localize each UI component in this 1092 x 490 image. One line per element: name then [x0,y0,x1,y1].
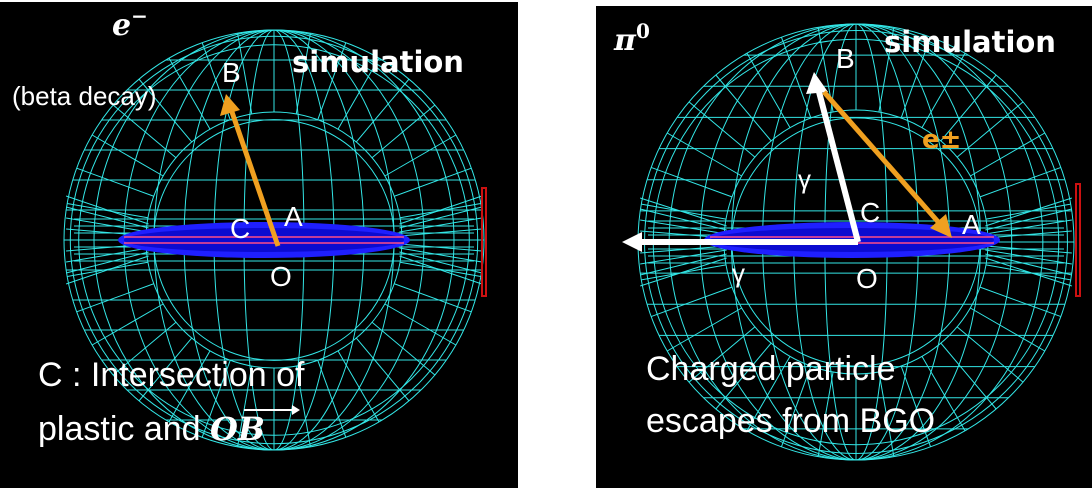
right-gamma-arrow-up [815,87,861,243]
left-point-b: B [222,57,241,88]
right-red-marker [1075,183,1081,297]
right-point-a: A [962,209,981,240]
left-vector-arrow [244,405,300,415]
left-note: (beta decay) [12,81,157,111]
left-red-marker [481,187,487,297]
left-caption-line2: plastic and OB [38,410,265,448]
left-point-c: C [230,213,250,244]
left-arrow-ob-head [220,94,240,116]
left-point-a: A [284,201,303,232]
left-plastic-scintillator [118,222,410,258]
left-arrow-ob [229,111,281,247]
right-caption-line2: escapes from BGO [646,402,935,440]
right-electron-arrow-head [930,214,952,238]
right-particle-label: π0 [613,19,650,58]
right-simulation-figure: π0 simulation B e± γ C A γ O Charged par… [596,6,1092,488]
right-gamma-arrow-left-head [622,232,642,252]
right-gamma-arrow-up-head [806,72,828,94]
left-caption-line1: C : Intersection of [38,356,305,394]
right-electron-label: e± [922,125,961,155]
left-simulation-label: simulation [292,45,464,79]
left-vector-ob: OB [210,410,265,448]
left-simulation-figure: e− (beta decay) simulation B C A O C : I… [0,2,518,488]
left-simulation-panel: e− (beta decay) simulation B C A O C : I… [0,0,520,490]
left-point-o: O [270,261,292,292]
right-gamma-label-2: γ [732,258,745,288]
right-simulation-panel: π0 simulation B e± γ C A γ O Charged par… [580,0,1092,490]
right-electron-arrow [822,90,942,226]
right-caption-line1: Charged particle [646,350,895,388]
right-point-c: C [860,197,880,228]
right-point-o: O [856,263,878,294]
right-gamma-label-1: γ [798,164,811,194]
right-point-b: B [836,43,855,74]
right-simulation-label: simulation [884,25,1056,59]
left-particle-label: e− [112,4,148,43]
